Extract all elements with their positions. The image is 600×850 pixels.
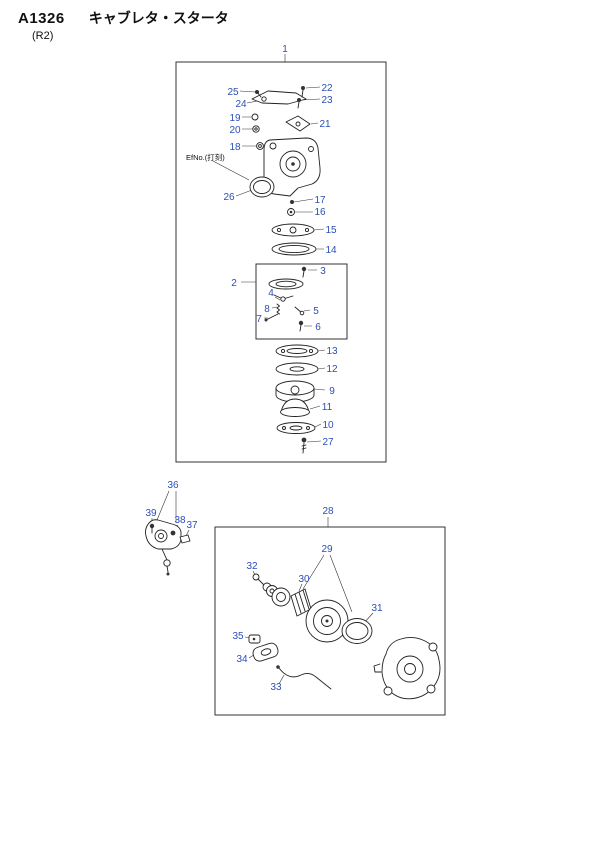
callout-4: 4 — [268, 288, 274, 299]
base-plate — [276, 422, 316, 434]
callout-38: 38 — [174, 515, 186, 526]
callout-2: 2 — [231, 278, 237, 289]
starter-parts — [248, 573, 441, 700]
callout-24: 24 — [235, 99, 247, 110]
callout-26: 26 — [223, 192, 235, 203]
callout-5: 5 — [313, 306, 319, 317]
starter-bolt — [252, 573, 260, 581]
callout-23: 23 — [321, 95, 333, 106]
callout-33: 33 — [270, 682, 282, 693]
carburetor-parts — [249, 86, 321, 454]
starter-rope — [278, 667, 332, 690]
callout-18: 18 — [229, 142, 241, 153]
callout-16: 16 — [314, 207, 326, 218]
metering-spring — [276, 303, 280, 315]
callout-22: 22 — [321, 83, 333, 94]
metering-gasket — [275, 344, 319, 358]
callout-15: 15 — [325, 225, 337, 236]
callout-19: 19 — [229, 113, 241, 124]
callout-17: 17 — [314, 195, 326, 206]
callout-37: 37 — [186, 520, 198, 531]
callout-31: 31 — [371, 603, 383, 614]
callout-7: 7 — [256, 314, 262, 325]
carburetor-frame — [175, 61, 387, 463]
page-code: A1326 — [18, 10, 65, 27]
callout-39: 39 — [145, 508, 157, 519]
callout-14: 14 — [325, 245, 337, 256]
starter-handle — [252, 642, 279, 662]
callout-36: 36 — [167, 480, 179, 491]
callout-9: 9 — [329, 386, 335, 397]
metering-cover — [275, 362, 319, 376]
callout-32: 32 — [246, 561, 258, 572]
callout-10: 10 — [322, 420, 334, 431]
pump-gasket — [271, 242, 317, 256]
callout-12: 12 — [326, 364, 338, 375]
leader-lines-carburetor — [212, 54, 326, 443]
callout-3: 3 — [320, 266, 326, 277]
callout-1: 1 — [282, 44, 288, 55]
callout-34: 34 — [236, 654, 248, 665]
page-header: A1326 キャブレタ・スタータ (R2) — [18, 8, 229, 42]
callout-28: 28 — [322, 506, 334, 517]
serial-stamp-note: EfNo.(打刻) — [186, 152, 225, 162]
callout-27: 27 — [322, 437, 334, 448]
callout-8: 8 — [264, 304, 270, 315]
callout-20: 20 — [229, 125, 241, 136]
callout-30: 30 — [298, 574, 310, 585]
callout-6: 6 — [315, 322, 321, 333]
metering-diaphragm — [268, 278, 304, 290]
starter-frame — [214, 526, 446, 716]
page-revision: (R2) — [32, 30, 54, 42]
bracket-clamp — [179, 534, 191, 544]
callout-35: 35 — [232, 631, 244, 642]
throttle-bracket — [251, 90, 307, 105]
callout-29: 29 — [321, 544, 333, 555]
callout-13: 13 — [326, 346, 338, 357]
callout-labels: 1 25 24 22 23 19 20 21 18 26 17 16 15 14… — [145, 44, 383, 693]
callout-11: 11 — [322, 402, 333, 413]
bracket-parts — [145, 519, 191, 576]
callout-21: 21 — [319, 119, 331, 130]
page-title: キャブレタ・スタータ — [88, 10, 229, 26]
cover-screw — [301, 442, 307, 454]
metering-set-frame — [255, 263, 348, 340]
inlet-needle — [265, 313, 279, 321]
callout-25: 25 — [227, 87, 239, 98]
